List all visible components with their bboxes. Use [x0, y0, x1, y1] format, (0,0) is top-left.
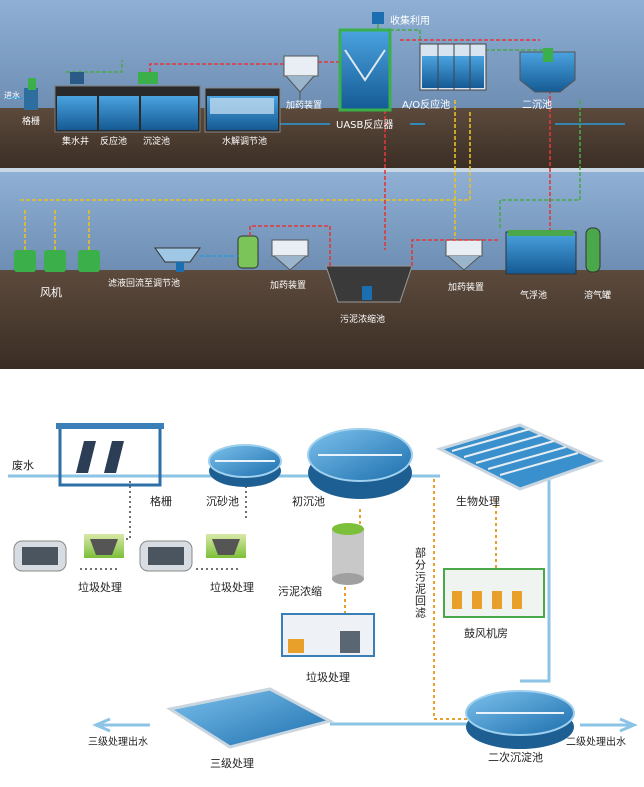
dosing-device-1: [283, 55, 319, 105]
partial-sludge-return-label: 部分污泥回滤: [414, 546, 427, 619]
sludge-thickener-label: 污泥浓缩池: [340, 313, 385, 325]
fans-label: 风机: [40, 285, 62, 299]
dosing-device-3-label: 加药装置: [448, 281, 484, 293]
primary-clarifier-label: 初沉池: [292, 494, 325, 508]
ao-reactor: [419, 43, 487, 91]
sedimentation-tank-label: 沉淀池: [143, 135, 170, 147]
dosing-device-2-label: 加药装置: [270, 279, 306, 291]
grit-chamber: [208, 444, 282, 487]
sludge-dashed-lines: [344, 479, 497, 720]
inlet-label: 进水: [4, 90, 20, 100]
grille-frame: [56, 423, 164, 487]
reaction-tank-label: 反应池: [100, 135, 127, 147]
chemical-tank: [237, 235, 259, 269]
filter-press: [154, 247, 201, 272]
grille-unit: [24, 78, 38, 110]
dissolved-air-tank-unit: [585, 227, 601, 273]
dosing-device-3: [445, 239, 483, 271]
bio-treatment-label: 生物处理: [456, 494, 500, 508]
ao-reactor-label: A/O反应池: [402, 98, 450, 111]
uasb-label: UASB反应器: [336, 118, 393, 131]
bio-treatment-tank: [435, 423, 605, 491]
grille-label: 格栅: [22, 115, 40, 127]
tertiary-effluent-arrow: [92, 717, 150, 733]
sludge-thickening-label: 污泥浓缩: [278, 585, 322, 598]
tertiary-effluent-label: 三级处理出水: [88, 735, 148, 748]
fan-units: [14, 210, 100, 272]
secondary-effluent-label: 二级处理出水: [566, 735, 626, 748]
filtrate-return-label: 滤液回流至调节池: [108, 277, 180, 289]
garbage-unit-3: [281, 613, 375, 657]
upper-tank-group: [54, 72, 201, 133]
grille-label-bottom: 格栅: [150, 494, 172, 508]
garbage-label-3: 垃圾处理: [306, 670, 350, 684]
tertiary-basin: [166, 687, 335, 749]
secondary-clarifier-label-bottom: 二次沉淀池: [488, 750, 543, 764]
band-separator: [0, 168, 644, 172]
dosing-device-2: [271, 239, 309, 271]
dosing-device-1-label: 加药装置: [286, 99, 322, 111]
wastewater-label: 废水: [12, 458, 34, 472]
bottom-flow-diagram: 废水 格栅 沉砂池 初沉池 生物处理 部分污泥回滤 鼓风机房 垃圾处理 垃圾处理…: [8, 423, 638, 770]
top-process-schematic: 进水 格栅 集水井 反应池 沉淀池 水解调节池 加药装置 UASB反应器 收集利…: [0, 0, 644, 369]
secondary-clarifier-basin: [465, 690, 575, 749]
primary-clarifier: [307, 428, 413, 499]
secondary-clarifier-tank: [519, 48, 576, 93]
uasb-reactor: [338, 12, 392, 112]
secondary-effluent-arrow: [580, 717, 638, 733]
air-flotation-tank: [505, 230, 577, 275]
pipes-upper: [6, 18, 625, 125]
sludge-thickening-cylinder: [332, 523, 364, 585]
secondary-clarifier-label: 二沉池: [522, 98, 552, 111]
tertiary-label: 三级处理: [210, 757, 254, 770]
garbage-label-2: 垃圾处理: [210, 580, 254, 594]
biogas-recovery-label: 收集利用: [390, 14, 430, 27]
blower-room: [443, 568, 545, 618]
hydrolysis-tank-label: 水解调节池: [222, 135, 267, 147]
pipes-lower: [200, 225, 500, 266]
blower-room-label: 鼓风机房: [464, 626, 508, 640]
lower-band-ground: [0, 270, 644, 369]
garbage-label-1: 垃圾处理: [78, 580, 122, 594]
grit-chamber-label: 沉砂池: [206, 495, 239, 508]
pipes-between-bands: [20, 90, 581, 250]
hydrolysis-tank: [204, 87, 281, 133]
sludge-thickener-tank: [325, 265, 413, 303]
dissolved-air-tank-label: 溶气罐: [584, 289, 611, 301]
garbage-unit-1: [13, 534, 124, 572]
air-flotation-label: 气浮池: [520, 289, 547, 301]
collection-well-label: 集水井: [62, 135, 89, 147]
garbage-unit-2: [139, 534, 246, 572]
